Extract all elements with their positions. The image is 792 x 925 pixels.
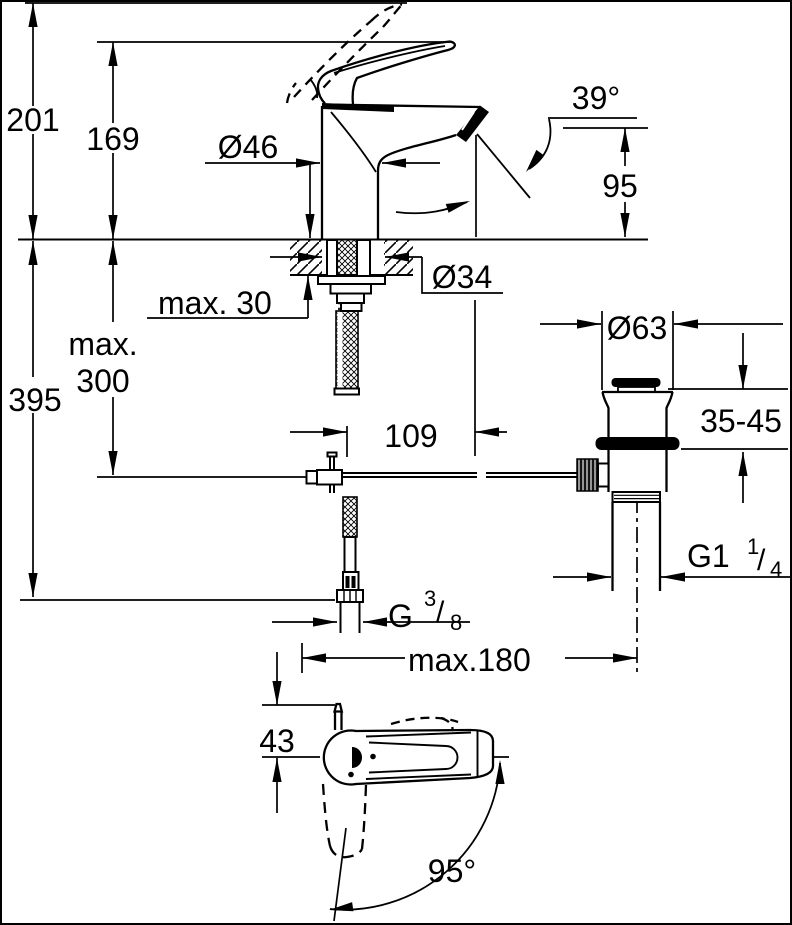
- dim-395-label: 395: [8, 382, 61, 418]
- dim-169-label: 169: [86, 121, 139, 157]
- rod-clamp: [316, 469, 343, 486]
- dim-3545-label: 35-45: [700, 403, 782, 439]
- dim-g38-slash: /: [436, 596, 445, 629]
- pop-up-rod: [305, 451, 577, 493]
- deck-hatch-left: [290, 240, 322, 275]
- faucet-side-view: [285, 3, 489, 239]
- angle-arcs: [329, 118, 552, 911]
- thread-collar: [611, 491, 661, 503]
- dim-g114-sup: 1: [747, 534, 759, 559]
- stream-direction-line: [476, 133, 531, 199]
- dim-dia34-label: Ø34: [432, 259, 492, 295]
- supply-hose-and-fixing: [317, 239, 386, 633]
- rubber-seal: [595, 437, 680, 450]
- dim-g114-slash: /: [757, 544, 766, 577]
- dimension-labels: 201 169 395 max. 300 max. 30 Ø46 Ø34 39°…: [6, 80, 782, 889]
- dim-109-label: 109: [384, 418, 437, 454]
- handle-base-cap: [322, 103, 394, 112]
- dim-g38-main: G: [388, 598, 413, 634]
- knurled-adjuster-knob: [576, 458, 599, 492]
- faucet-top-view: [321, 702, 495, 859]
- mounting-deck: [290, 240, 413, 276]
- dim-g114-sub: 4: [770, 557, 782, 582]
- dim-dia63-label: Ø63: [607, 310, 667, 346]
- fixing-nut: [329, 283, 372, 295]
- dim-g114-main: G1: [687, 538, 730, 574]
- dim-g38-sup: 3: [424, 586, 436, 611]
- spout-top-view-dashed: [321, 783, 368, 859]
- top-view-outline: [322, 728, 495, 786]
- dim-max180-label: max.180: [408, 642, 531, 678]
- lever-handle: [316, 40, 456, 105]
- dim-max300-line2: 300: [76, 363, 129, 399]
- dim-95deg-label: 95°: [428, 853, 476, 889]
- angle-39-arc: [528, 118, 552, 170]
- dim-95-label: 95: [602, 168, 638, 204]
- flexible-hose-lower: [342, 496, 358, 538]
- cartridge-mark: [352, 747, 362, 768]
- lever-handle-raised: [285, 3, 403, 104]
- dim-g38-sub: 8: [450, 610, 462, 635]
- dim-max30-label: max. 30: [158, 285, 272, 321]
- dim-43-label: 43: [259, 723, 295, 759]
- deck-hatch-right: [384, 240, 413, 275]
- aerator: [456, 105, 489, 142]
- fixing-washer: [317, 275, 386, 285]
- angle-95-arc: [329, 762, 501, 911]
- plug-cap: [611, 378, 661, 387]
- dim-dia46-label: Ø46: [218, 129, 278, 165]
- drain-valve-view: [576, 378, 680, 591]
- dim-max300-line1: max.: [68, 326, 137, 362]
- dim-39deg-label: 39°: [572, 80, 620, 116]
- body-contour-line: [330, 111, 377, 173]
- dim-201-label: 201: [6, 102, 59, 138]
